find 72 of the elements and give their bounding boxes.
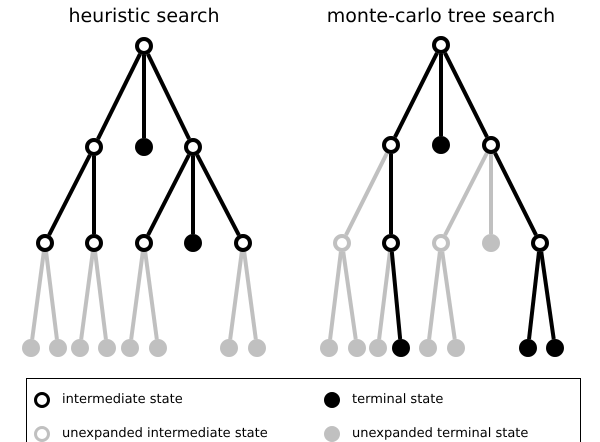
unexpanded-terminal-node	[49, 339, 67, 357]
intermediate-state-node	[135, 37, 153, 55]
legend-text: terminal state	[352, 391, 444, 410]
unexpanded-terminal-node	[121, 339, 139, 357]
tree-title: monte-carlo tree search	[326, 5, 556, 27]
tree-edge	[143, 252, 159, 340]
unexpanded-terminal-node	[482, 234, 500, 252]
tree-edge	[389, 154, 393, 234]
tree-edge	[146, 53, 191, 140]
legend-text: intermediate state	[62, 391, 183, 410]
tree-edge	[93, 252, 108, 340]
tree-edge	[328, 252, 343, 340]
unexpanded-terminal-node	[220, 339, 238, 357]
unexpanded-terminal-node	[22, 339, 40, 357]
tree-edge	[129, 252, 145, 340]
tree-edge	[393, 52, 439, 138]
tree-edge	[146, 154, 191, 236]
tree-edge	[443, 152, 489, 236]
intermediate-state-node	[184, 138, 202, 156]
tree-edge	[493, 152, 538, 236]
unexpanded-terminal-node	[369, 339, 387, 357]
tree-edge	[142, 55, 146, 138]
intermediate-state-node	[135, 234, 153, 252]
tree-edge	[489, 154, 493, 234]
intermediate-state-node	[36, 234, 54, 252]
legend-text: unexpanded terminal state	[352, 425, 528, 442]
tree-edge	[341, 252, 358, 340]
tree-edge	[92, 156, 96, 234]
tree-edge	[30, 252, 46, 340]
unexpanded-terminal-node	[419, 339, 437, 357]
terminal-state-node	[432, 136, 450, 154]
intermediate-state-node	[531, 234, 549, 252]
terminal-state-node	[392, 339, 410, 357]
tree-title: heuristic search	[68, 5, 220, 27]
terminal-state-node	[519, 339, 537, 357]
tree-edge	[96, 53, 142, 140]
terminal-state-node	[546, 339, 564, 357]
unexpanded-terminal-node	[248, 339, 266, 357]
intermediate-state-node	[85, 138, 103, 156]
unexpanded-terminal-node	[98, 339, 116, 357]
intermediate-state-node	[382, 136, 400, 154]
tree-edge	[439, 54, 443, 136]
tree-edge	[390, 252, 402, 340]
tree-edge	[377, 252, 392, 340]
tree-edge	[195, 154, 241, 236]
terminal-state-node	[135, 138, 153, 156]
tree-edge	[228, 252, 244, 340]
legend-text: unexpanded intermediate state	[62, 425, 268, 442]
tree-edge	[47, 154, 92, 236]
unexpanded-terminal-node	[447, 339, 465, 357]
unexpanded-terminal-node	[149, 339, 167, 357]
tree-edge	[443, 52, 489, 138]
tree-edge	[440, 252, 457, 340]
tree-edge	[344, 152, 389, 236]
tree-edge	[79, 252, 95, 340]
terminal-state-node	[184, 234, 202, 252]
unexpanded-intermediate-node	[432, 234, 450, 252]
unexpanded-terminal-node	[348, 339, 366, 357]
tree-edge	[539, 252, 556, 340]
unexpanded-terminal-node	[320, 339, 338, 357]
intermediate-state-node	[482, 136, 500, 154]
intermediate-state-node	[234, 234, 252, 252]
intermediate-state-node	[85, 234, 103, 252]
unexpanded-intermediate-node	[333, 234, 351, 252]
intermediate-state-node	[382, 234, 400, 252]
intermediate-state-node	[432, 36, 450, 54]
tree-edge	[242, 252, 258, 340]
tree-edge	[44, 252, 59, 340]
tree-edge	[191, 156, 195, 234]
tree-edge	[527, 252, 541, 340]
unexpanded-terminal-node	[71, 339, 89, 357]
tree-edge	[427, 252, 442, 340]
